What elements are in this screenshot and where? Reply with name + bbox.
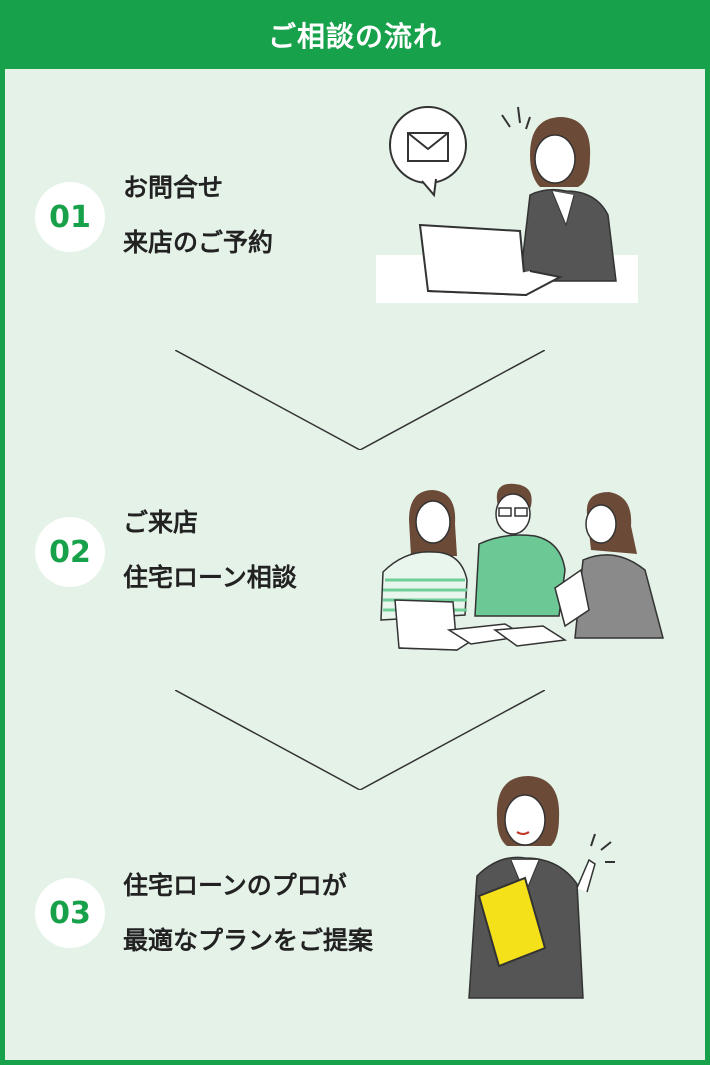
step-text: お問合せ 来店のご予約: [123, 160, 273, 270]
page-title: ご相談の流れ: [267, 19, 442, 53]
step-number-badge: 01: [35, 182, 105, 252]
step-text: 住宅ローンのプロが 最適なプランをご提案: [123, 858, 373, 968]
step-03: 03 住宅ローンのプロが 最適なプランをご提案: [5, 776, 705, 1030]
step-line-2: 住宅ローン相談: [123, 563, 297, 592]
step-line-1: お問合せ: [123, 173, 224, 202]
step-02: 02 ご来店 住宅ローン相談: [5, 475, 705, 675]
woman-with-laptop-email-icon: [376, 106, 638, 303]
step-divider-chevron: [175, 690, 545, 790]
step-text: ご来店 住宅ローン相談: [123, 495, 297, 605]
step-number-badge: 02: [35, 517, 105, 587]
consultation-meeting-icon: [380, 483, 664, 651]
step-line-2: 来店のご予約: [123, 228, 274, 257]
step-divider-chevron: [175, 350, 545, 450]
step-line-1: 住宅ローンのプロが: [123, 871, 347, 900]
step-01: 01 お問合せ 来店のご予約: [5, 106, 705, 340]
step-line-1: ご来店: [123, 508, 199, 537]
header-bar: ご相談の流れ: [0, 0, 710, 69]
woman-with-folder-pointing-icon: [468, 776, 615, 999]
step-number-badge: 03: [35, 878, 105, 948]
step-line-2: 最適なプランをご提案: [123, 926, 374, 955]
